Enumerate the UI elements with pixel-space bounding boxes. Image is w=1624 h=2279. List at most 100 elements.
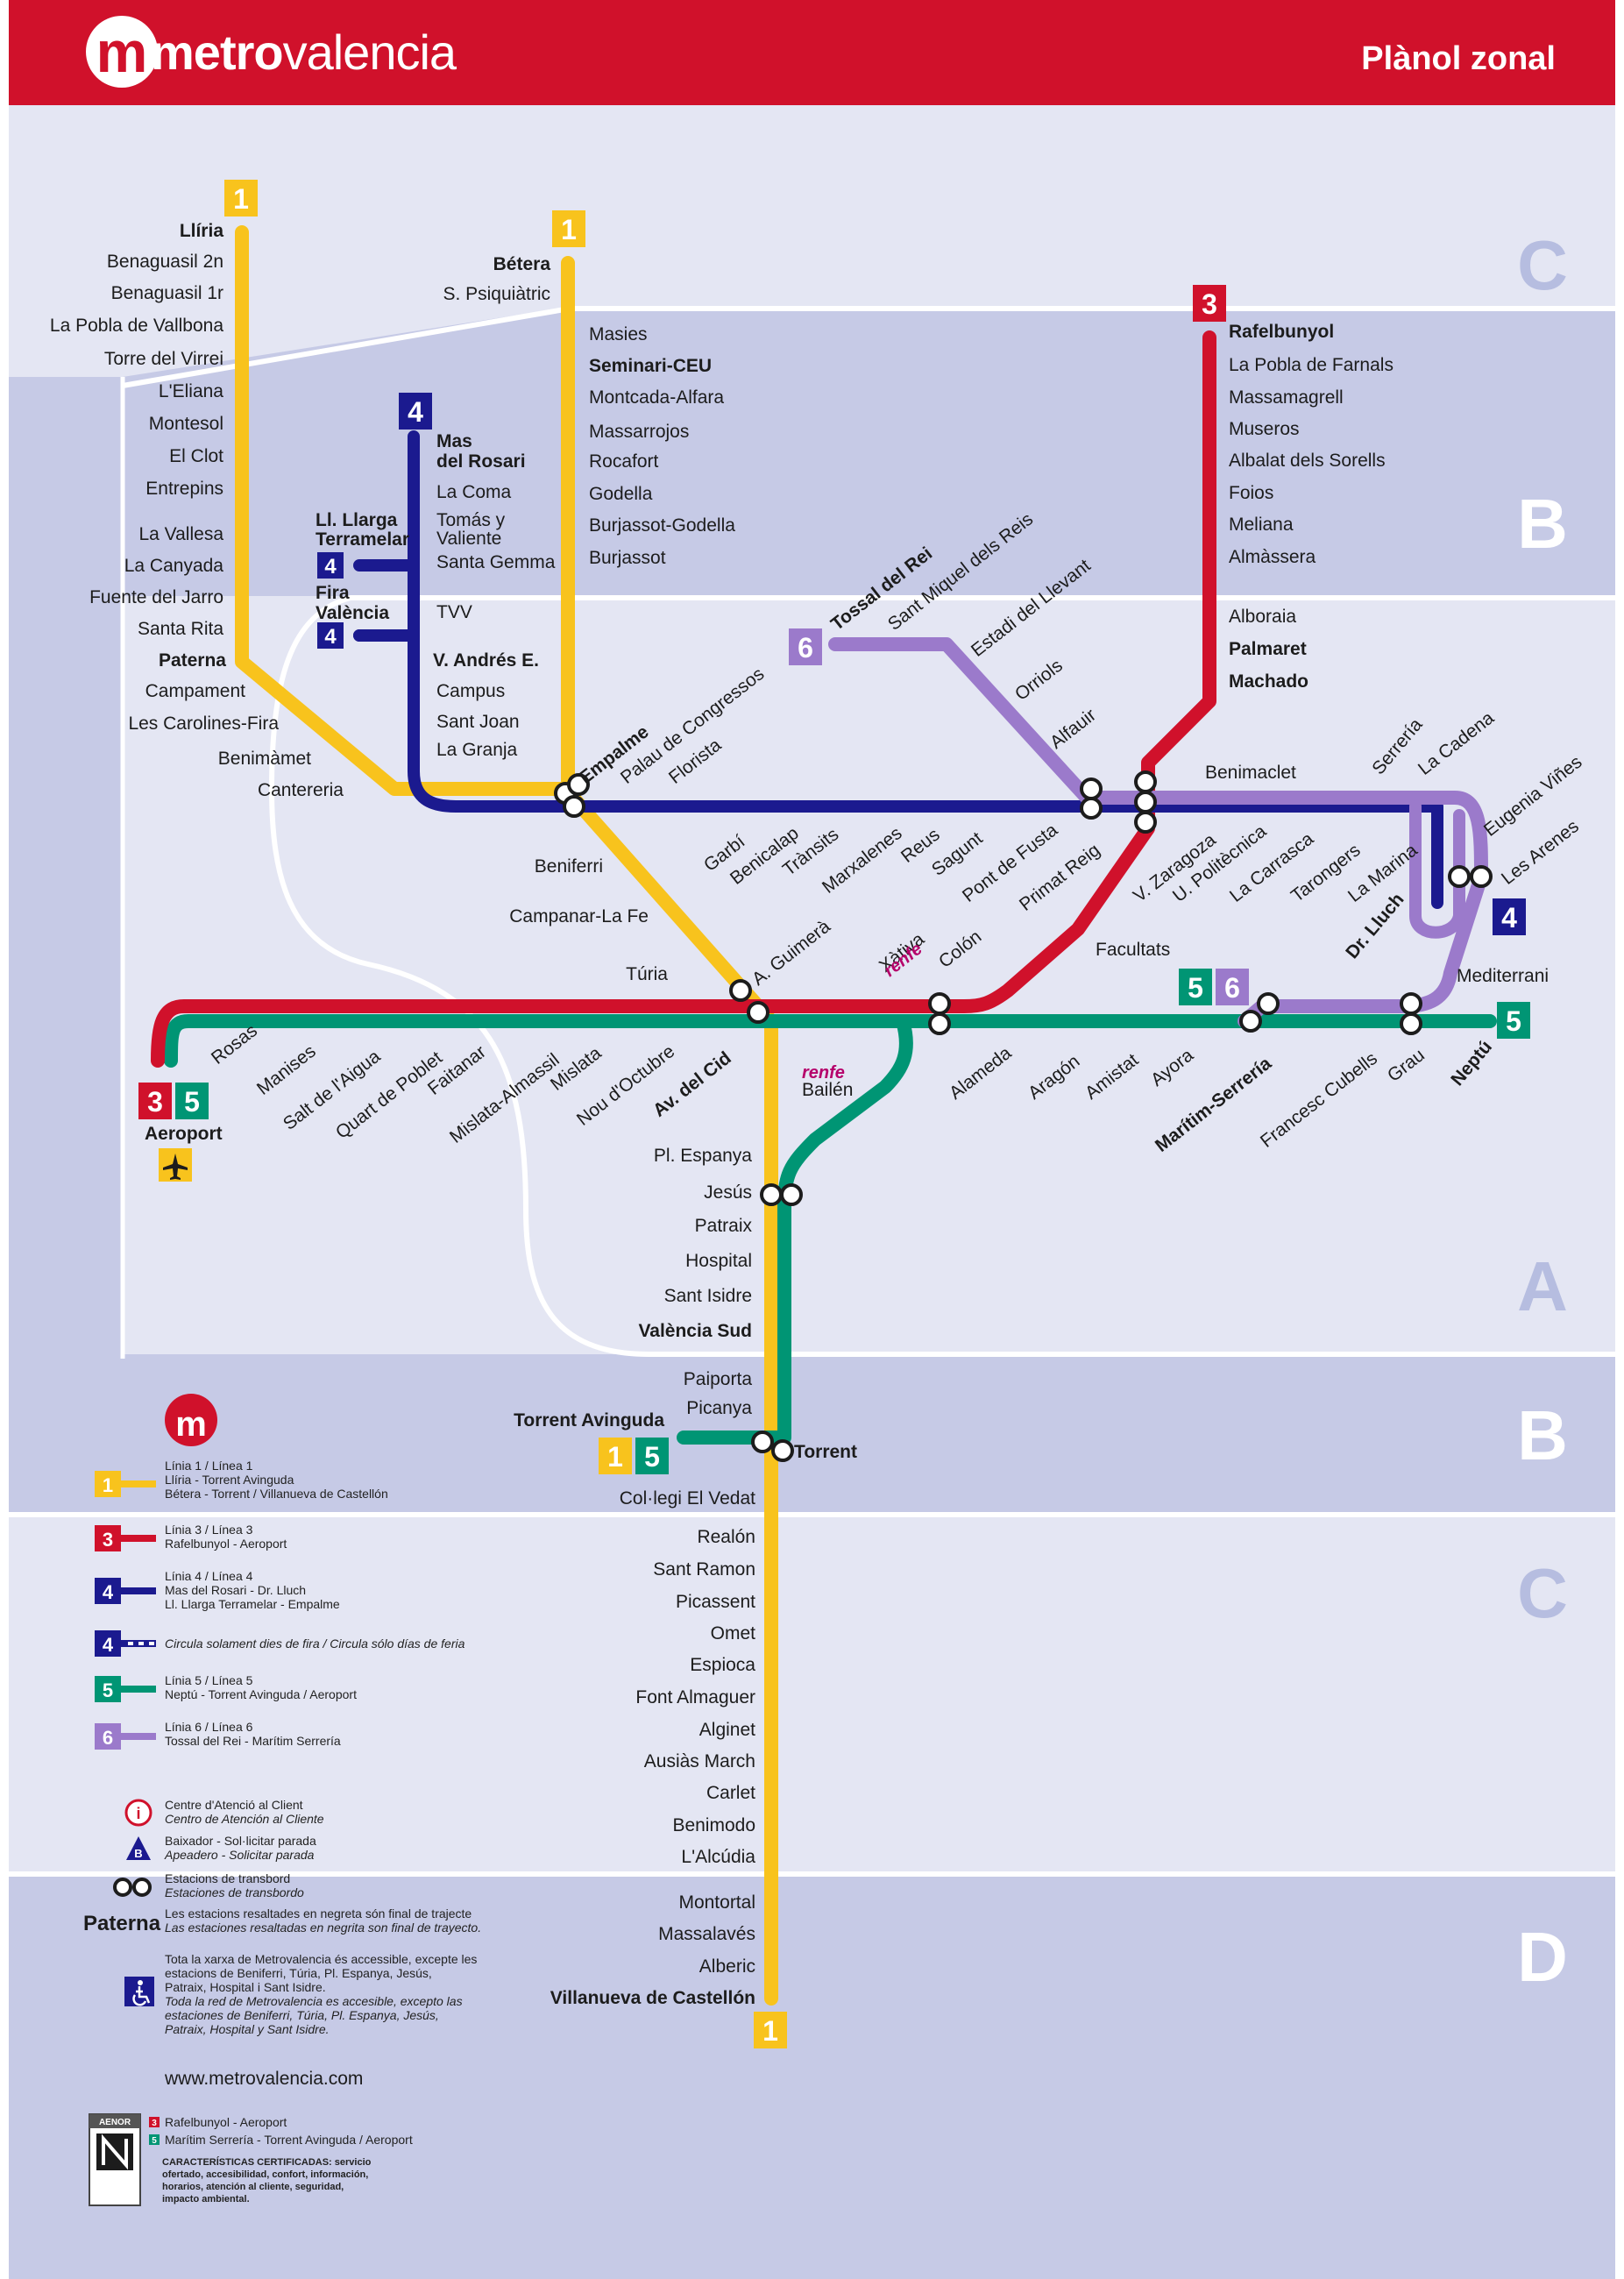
station: TVV [436,602,472,622]
station: Patraix [695,1216,753,1236]
network-map: C B A B C D 1 1 4 3 [9,105,1616,2279]
legend-text: Rafelbunyol - Aeroport [165,1537,287,1551]
badge-line-3-aeroport: 3 [147,1086,163,1118]
page-title: Plànol zonal [1361,40,1556,77]
station: Almàssera [1229,547,1316,567]
badge-line-1-torrent: 1 [607,1441,623,1473]
station: Pl. Espanya [654,1146,752,1166]
legend-text: ofertado, accesibilidad, confort, inform… [162,2169,368,2180]
station: Fuente del Jarro [89,587,223,607]
station: València [316,603,389,623]
station: Montortal [678,1892,755,1913]
station: Hospital [685,1251,752,1271]
legend-text: Línia 6 / Línea 6 [165,1720,253,1734]
legend-text: Bétera - Torrent / Villanueva de Castell… [165,1487,388,1501]
svg-text:Llíria - Torrent Avinguda: Llíria - Torrent Avinguda [165,1473,294,1487]
station: Montcada-Alfara [589,387,724,408]
legend-text: Patraix, Hospital y Sant Isidre. [165,2022,330,2036]
legend-text: Toda la red de Metrovalencia es accesibl… [165,1994,463,2008]
station: Bailén [802,1080,853,1100]
legend-badge-4-fair: 4 [103,1634,114,1656]
svg-text:Bétera - Torrent / Villanueva: Bétera - Torrent / Villanueva de Castell… [165,1487,388,1501]
station: Burjassot-Godella [589,515,735,536]
legend-text: Marítim Serrería - Torrent Avinguda / Ae… [165,2133,413,2147]
station: Villanueva de Castellón [550,1988,755,2008]
zone-d-band [9,1876,1615,2279]
station: Foios [1229,483,1273,503]
station: Torrent Avinguda [514,1410,664,1431]
legend-text: Línia 1 / Línea 1 [165,1459,253,1473]
station: L'Eliana [159,381,223,401]
aenor-badge-3: 3 [152,2119,157,2128]
legend-text: Mas del Rosari - Dr. Lluch [165,1583,306,1597]
badge-line-5-east: 5 [1506,1005,1521,1037]
station: Massalavés [658,1924,755,1944]
station: La Pobla de Vallbona [50,316,223,336]
legend-text: Las estaciones resaltadas en negrita son… [165,1920,481,1935]
station: Massarrojos [589,422,689,442]
station: Facultats [1096,940,1170,960]
zone-b-label: B [1517,485,1568,563]
station: Túria [626,964,668,984]
legend-text: Llíria - Torrent Avinguda [165,1473,294,1487]
renfe-label: renfe [802,1063,845,1083]
zone-b-band-bottom [9,1354,1615,1512]
legend-m-icon: m [175,1405,207,1444]
station: Col·legi El Vedat [620,1488,755,1509]
station: La Vallesa [138,524,223,544]
stations-l4-north: Mas del Rosari La Coma Tomás y Valiente … [316,431,556,760]
station: Valiente [436,529,501,549]
station: Montesol [149,414,223,434]
zone-a-label: A [1517,1247,1568,1325]
logo-bold-text: metro [151,24,284,80]
legend-bold-example: Paterna [83,1912,161,1935]
station: S. Psiquiàtric [443,284,550,304]
legend-text: Tossal del Rei - Marítim Serrería [165,1734,341,1748]
station: Espioca [690,1655,755,1675]
line-3 [151,330,1216,1068]
station: Palmaret [1229,639,1307,659]
station: Campus [436,681,505,701]
station: Mas [436,431,472,451]
legend-text: Línia 3 / Línea 3 [165,1523,253,1537]
station: Font Almaguer [635,1687,755,1707]
station: Campament [145,681,246,701]
legend-text: Circula solament dies de fira / Circula … [165,1636,465,1651]
station: Sant Isidre [664,1286,752,1306]
badge-line-1: 1 [233,183,249,215]
station: Fira [316,583,350,603]
station: Benimodo [672,1815,755,1835]
badge-line-6: 6 [798,632,813,664]
station: Benaguasil 2n [107,252,223,272]
legend-text: Baixador - Sol·licitar parada [165,1834,316,1848]
badge-line-5-torrent: 5 [644,1441,660,1473]
legend-text: Estaciones de transbordo [165,1885,304,1899]
legend-text: Estacions de transbord [165,1871,290,1885]
badge-line-4-terramelar: 4 [324,555,337,579]
legend-text: Centre d'Atenció al Client [165,1798,303,1812]
station: L'Alcúdia [681,1847,755,1867]
info-icon [124,1799,152,1827]
station: Les Carolines-Fira [128,714,279,734]
legend-text: estaciones de Beniferri, Túria, Pl. Espa… [165,2008,439,2022]
station: Meliana [1229,515,1294,535]
legend-text: Rafelbunyol - Aeroport [165,2115,287,2129]
station: Benaguasil 1r [111,283,223,303]
station: Benimàmet [218,749,311,769]
zone-c-label-2: C [1517,1554,1568,1632]
station: Cantereria [258,780,344,800]
logo-m-icon: m [86,16,158,88]
station: Jesús [704,1182,752,1203]
legend-text: Apeadero - Solicitar parada [164,1848,315,1862]
station: Albalat dels Sorells [1229,451,1386,471]
station: Terramelar [316,529,409,550]
website-link[interactable]: www.metrovalencia.com [164,2069,363,2089]
transfer-icon [113,1878,132,1897]
line-badges: 1 1 4 3 6 4 5 5 6 3 5 1 5 1 4 4 [138,180,1530,2048]
stations-l1-north: Llíria Benaguasil 2n Benaguasil 1r La Po… [50,221,344,800]
legend-badge-1: 1 [103,1474,113,1496]
station: Santa Gemma [436,552,556,572]
legend-text: Neptú - Torrent Avinguda / Aeroport [165,1687,357,1701]
station: Campanar-La Fe [509,906,649,927]
